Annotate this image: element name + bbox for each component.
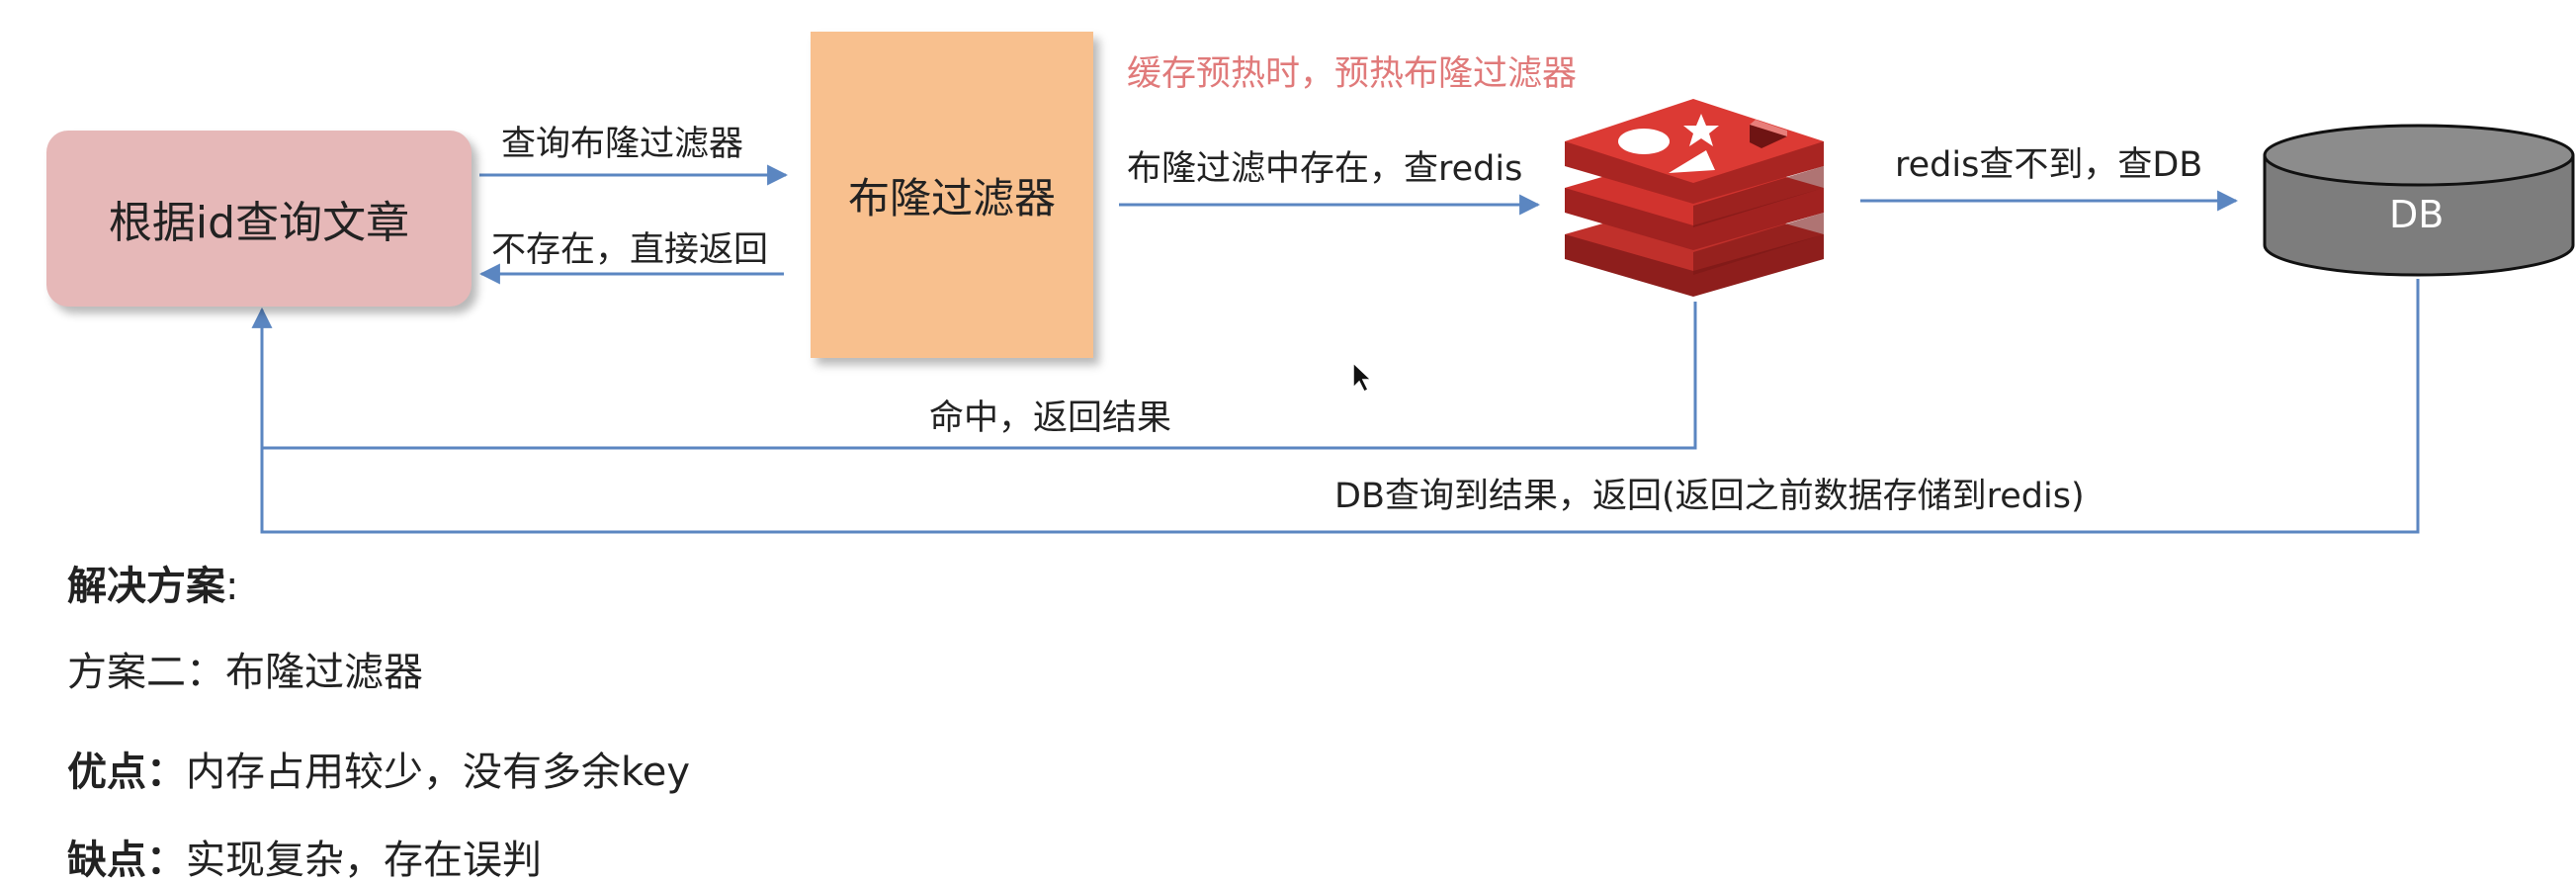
pros-text: 内存占用较少，没有多余key <box>186 750 691 795</box>
solution-heading: 解决方案: <box>67 554 238 611</box>
solution-plan: 方案二：布隆过滤器 <box>67 650 423 695</box>
edge-label-redis-miss: redis查不到，查DB <box>1895 145 2203 185</box>
edge-label-query-bloom: 查询布隆过滤器 <box>501 125 744 164</box>
db-cylinder-icon <box>2263 124 2575 277</box>
arrow-db-to-query <box>251 279 2420 534</box>
path-redis-hit-return <box>262 302 1697 450</box>
solution-heading-text: 解决方案 <box>67 564 225 609</box>
query-article-node: 根据id查询文章 <box>46 131 472 307</box>
db-node-label: DB <box>2389 193 2445 236</box>
cache-preheat-annotation: 缓存预热时，预热布隆过滤器 <box>1127 54 1578 94</box>
edge-label-not-exist: 不存在，直接返回 <box>491 230 769 270</box>
solution-heading-colon: : <box>225 564 239 609</box>
cons-line: 缺点：实现复杂，存在误判 <box>67 828 542 885</box>
mouse-cursor-icon <box>1352 361 1373 394</box>
bloom-filter-label: 布隆过滤器 <box>847 173 1056 222</box>
pros-line: 优点：内存占用较少，没有多余key <box>67 740 690 797</box>
edge-label-exist-check-redis: 布隆过滤中存在，查redis <box>1127 149 1523 189</box>
pros-label: 优点： <box>67 750 186 795</box>
cons-label: 缺点： <box>67 838 186 883</box>
bloom-filter-node: 布隆过滤器 <box>811 32 1093 358</box>
redis-logo-icon <box>1565 99 1824 297</box>
cons-text: 实现复杂，存在误判 <box>186 838 542 883</box>
query-article-label: 根据id查询文章 <box>108 198 410 248</box>
edge-label-db-return: DB查询到结果，返回(返回之前数据存储到redis) <box>1334 477 2085 516</box>
edge-label-hit-return: 命中，返回结果 <box>929 398 1172 438</box>
